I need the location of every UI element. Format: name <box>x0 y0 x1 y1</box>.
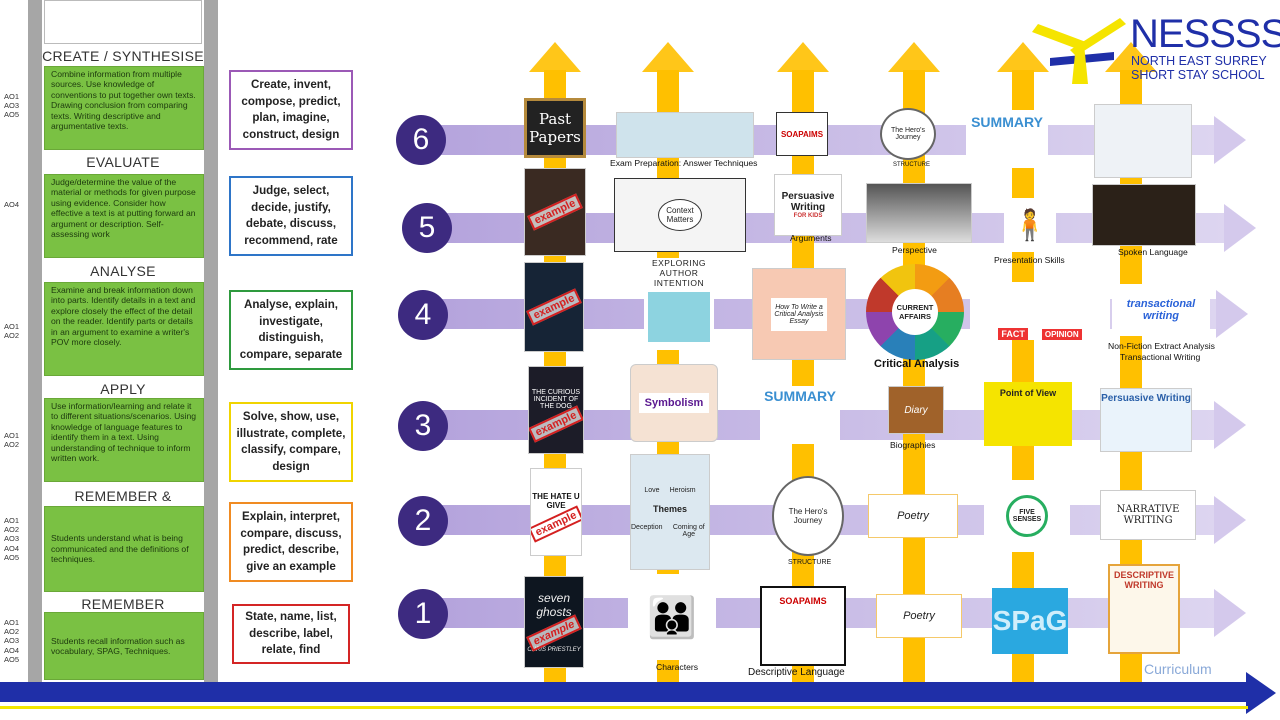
curriculum-arrow <box>0 682 1248 702</box>
ao-remember-understand: AO1 AO2 AO3 AO4 AO5 <box>4 516 20 562</box>
logo-line-2: SHORT STAY SCHOOL <box>1131 68 1265 82</box>
summary-tile-3: SUMMARY <box>760 386 840 444</box>
row-arrow-head-2 <box>1214 496 1246 544</box>
caption-spoken-language: Spoken Language <box>1118 247 1188 257</box>
logo-line-1: NORTH EAST SURREY <box>1131 54 1267 68</box>
book-tile-5: example <box>524 168 586 256</box>
caption-non-fiction: Non-Fiction Extract Analysis <box>1108 341 1215 351</box>
curriculum-label: Curriculum <box>1144 661 1212 677</box>
diary-tile: Diary <box>888 386 944 434</box>
poetry-tile-1: Poetry <box>876 594 962 638</box>
ao-create: AO1 AO3 AO5 <box>4 92 20 120</box>
heros-journey-tile-2: The Hero's Journey <box>772 476 844 556</box>
caption-characters: Characters <box>656 662 699 672</box>
persuasive-writing-tile: Persuasive Writing <box>1100 388 1192 452</box>
symbolism-tile: Symbolism <box>630 364 718 442</box>
caption-biographies: Biographies <box>890 440 936 450</box>
descriptive-writing-tile: DESCRIPTIVE WRITING <box>1108 564 1180 654</box>
summary-tile-6: SUMMARY <box>966 110 1048 168</box>
five-senses-tile: FIVE SENSES <box>984 480 1070 552</box>
verbs-remember-understand: Explain, interpret, compare, discuss, pr… <box>229 502 353 582</box>
level-desc-apply: Use information/learning and relate it t… <box>44 398 204 482</box>
heros-journey-tile-6: The Hero's Journey <box>880 108 936 160</box>
presentation-skills-tile: 🧍 <box>1004 198 1056 252</box>
exam-paper-tile <box>1094 104 1192 178</box>
level-desc-remember: Students recall information such as voca… <box>44 612 204 680</box>
caption-descriptive-language: Descriptive Language <box>748 667 845 678</box>
context-matters-tile: Context Matters <box>614 178 746 252</box>
characters-tile: 👪 <box>628 574 716 660</box>
critical-essay-tile: How To Write a Critical Analysis Essay <box>752 268 846 360</box>
curriculum-underline <box>0 706 1248 709</box>
row-number-5: 5 <box>402 203 452 253</box>
past-papers-tile: Past Papers <box>524 98 586 158</box>
row-number-1: 1 <box>398 589 448 639</box>
caption-exam-preparation: Exam Preparation: Answer Techniques <box>610 158 758 168</box>
verbs-apply: Solve, show, use, illustrate, complete, … <box>229 402 353 482</box>
level-desc-remember-understand: Students understand what is being commun… <box>44 506 204 592</box>
ao-analyse: AO1 AO2 <box>4 322 20 341</box>
ao-remember: AO1 AO2 AO3 AO4 AO5 <box>4 618 20 664</box>
book-tile-4: example <box>524 262 584 352</box>
logo-signpost-icon <box>1030 14 1126 86</box>
spag-tile: SPaG <box>992 588 1068 654</box>
row-arrow-head-3 <box>1214 401 1246 449</box>
verbs-create: Create, invent, compose, predict, plan, … <box>229 70 353 150</box>
verbs-evaluate: Judge, select, decide, justify, debate, … <box>229 176 353 256</box>
row-number-4: 4 <box>398 290 448 340</box>
ao-evaluate: AO4 <box>4 200 20 209</box>
caption-presentation-skills: Presentation Skills <box>994 255 1065 265</box>
level-desc-analyse: Examine and break information down into … <box>44 282 204 376</box>
row-arrow-head-6 <box>1214 116 1246 164</box>
current-affairs-tile: CURRENT AFFAIRS <box>866 264 964 360</box>
caption-arguments: Arguments <box>790 233 832 243</box>
level-title-create: CREATE / SYNTHESISE <box>42 48 204 64</box>
soapaims-tile-6: SOAPAIMS <box>776 112 828 156</box>
verbs-remember: State, name, list, describe, label, rela… <box>232 604 350 664</box>
ao-apply: AO1 AO2 <box>4 431 20 450</box>
row-number-3: 3 <box>398 401 448 451</box>
row-number-2: 2 <box>398 496 448 546</box>
caption-structure-6: STRUCTURE <box>893 162 930 168</box>
row-arrow-head-4 <box>1216 290 1248 338</box>
author-intention-tile: EXPLORING AUTHOR INTENTION <box>644 258 714 350</box>
point-of-view-tile: Point of View <box>984 382 1072 446</box>
ladder-rail-left <box>28 0 42 690</box>
caption-critical-analysis: Critical Analysis <box>874 358 960 370</box>
spoken-language-tile <box>1092 184 1196 246</box>
caption-structure-2: STRUCTURE <box>788 559 832 566</box>
row-number-6: 6 <box>396 115 446 165</box>
transactional-writing-tile: transactional writing <box>1112 284 1210 336</box>
perspective-tile <box>866 183 972 243</box>
ladder-top-panel <box>44 0 202 44</box>
verbs-analyse: Analyse, explain, investigate, distingui… <box>229 290 353 370</box>
caption-perspective: Perspective <box>892 245 937 255</box>
curriculum-arrow-head <box>1246 672 1276 714</box>
level-title-apply: APPLY <box>100 381 146 397</box>
level-title-remember: REMEMBER <box>81 596 165 612</box>
poetry-tile-2: Poetry <box>868 494 958 538</box>
narrative-writing-tile: NARRATIVE WRITING <box>1100 490 1196 540</box>
level-title-evaluate: EVALUATE <box>86 154 160 170</box>
row-arrow-head-1 <box>1214 589 1246 637</box>
caption-transactional-writing: Transactional Writing <box>1120 352 1201 362</box>
level-title-analyse: ANALYSE <box>90 263 156 279</box>
soapaims-tile-1: SOAPAIMS <box>760 586 846 666</box>
exam-tips-tile <box>616 112 754 158</box>
ladder-rail-right <box>204 0 218 690</box>
row-arrow-head-5 <box>1224 204 1256 252</box>
level-desc-create: Combine information from multiple source… <box>44 66 204 150</box>
logo-title: NESSSS <box>1130 12 1280 56</box>
level-desc-evaluate: Judge/determine the value of the materia… <box>44 174 204 258</box>
